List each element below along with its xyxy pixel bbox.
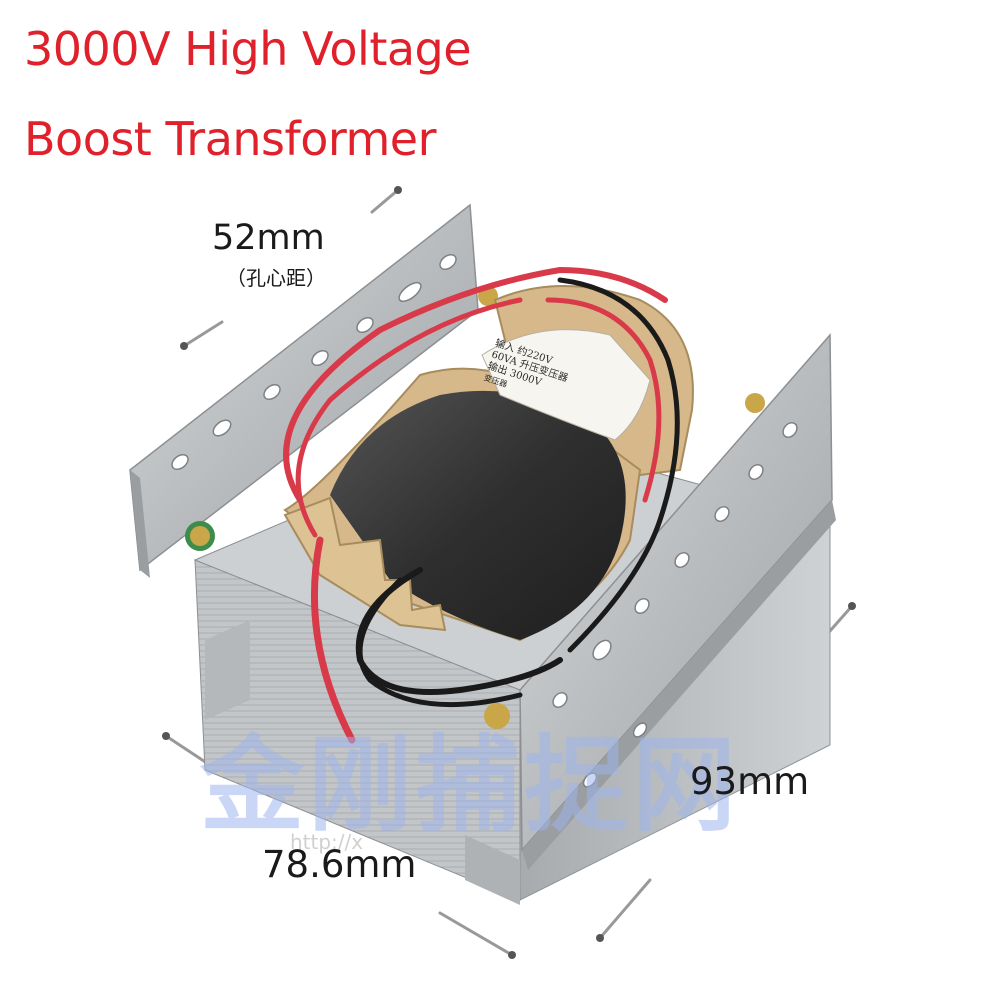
coil-bobbin xyxy=(283,285,694,642)
height-label: 93mm xyxy=(690,760,810,803)
watermark-url: http://x xyxy=(290,830,364,854)
lead-wires xyxy=(283,266,680,744)
length-label: 78.6mm xyxy=(262,843,417,886)
hole-spacing-label: 52mm xyxy=(212,218,325,258)
product-title-line-1: 3000V High Voltage xyxy=(24,22,472,76)
right-bracket xyxy=(484,333,836,870)
watermark-text: 金刚捕捉网 xyxy=(200,724,741,846)
product-title-line-2: Boost Transformer xyxy=(24,112,437,166)
hole-spacing-note: （孔心距） xyxy=(226,266,326,290)
